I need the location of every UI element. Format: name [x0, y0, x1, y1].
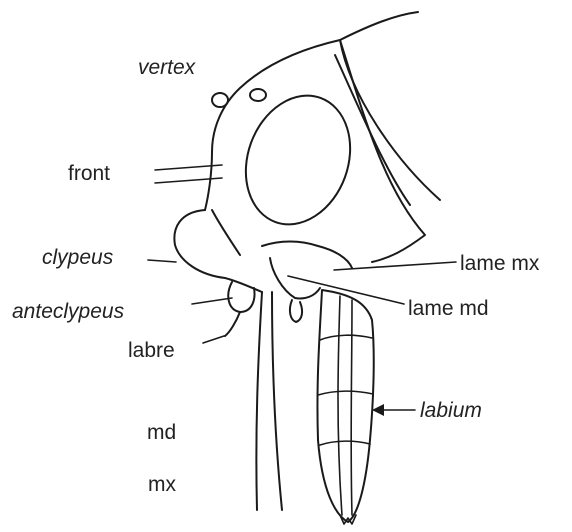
- head-drawing: [174, 12, 440, 524]
- labium-groove: [338, 296, 342, 515]
- label-labium: labium: [420, 399, 482, 422]
- labre-shape: [225, 312, 240, 336]
- labium-segment-2: [318, 391, 373, 395]
- lame-md-lobe: [290, 300, 302, 322]
- leader-lame-md: [288, 276, 404, 304]
- label-mx: mx: [148, 473, 176, 496]
- label-front: front: [68, 162, 110, 185]
- label-md: md: [147, 421, 176, 444]
- thorax-inner-edge: [335, 55, 410, 205]
- stylet-mx: [272, 292, 282, 510]
- ocellus-left: [212, 93, 228, 107]
- labium-groove-2: [351, 300, 352, 515]
- thorax-outline: [340, 12, 418, 40]
- stylet-md: [256, 292, 262, 510]
- leader-lame-mx: [334, 262, 456, 270]
- leader-anteclypeus: [192, 298, 232, 304]
- labium-segment-3: [320, 441, 370, 445]
- leader-lines: [148, 165, 456, 416]
- label-clypeus: clypeus: [42, 246, 114, 269]
- label-lame-mx: lame mx: [460, 252, 540, 275]
- ocellus-right: [250, 89, 266, 101]
- label-vertex: vertex: [138, 56, 197, 79]
- head-capsule: [205, 40, 425, 262]
- labium-arrowhead: [372, 404, 384, 416]
- labium-outline: [317, 290, 373, 522]
- clypeus-inner: [212, 210, 240, 255]
- labium-segment-1: [320, 335, 372, 340]
- leader-clypeus: [148, 260, 176, 262]
- label-lame-md: lame md: [408, 297, 489, 320]
- label-labre: labre: [128, 339, 175, 362]
- leader-front-b: [155, 178, 222, 183]
- leader-labre: [203, 336, 224, 343]
- compound-eye: [228, 81, 367, 239]
- lame-mx-plate: [262, 242, 352, 269]
- thorax-edge: [340, 40, 440, 200]
- label-anteclypeus: anteclypeus: [12, 300, 125, 323]
